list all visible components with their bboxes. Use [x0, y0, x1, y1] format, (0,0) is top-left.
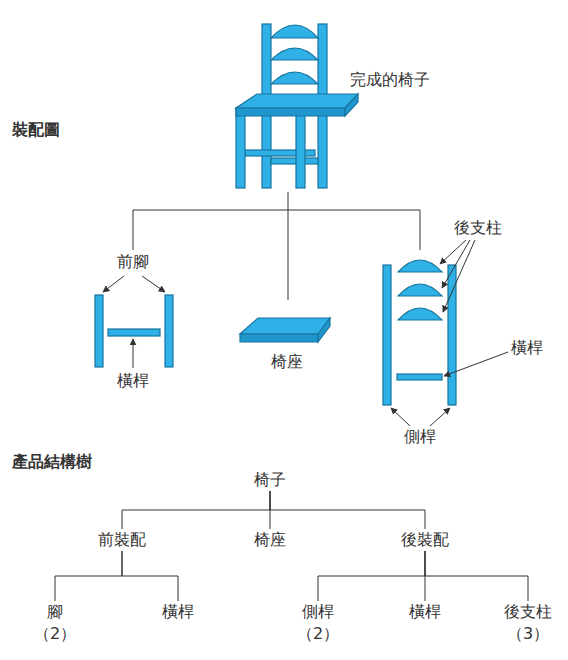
chair-seat-edge [236, 108, 345, 116]
part-label: 完成的椅子 [348, 70, 432, 90]
part-label: 後支柱 [452, 218, 504, 238]
quantity: （3） [501, 623, 555, 645]
part-name: 腳 [31, 601, 79, 623]
tree-node: 後支柱（3） [501, 601, 555, 645]
part-name: 椅子 [251, 469, 289, 491]
seat-part-edge [240, 334, 318, 342]
quantity: （2） [31, 623, 79, 645]
chair-seat-edge [345, 94, 358, 116]
diagram-title: 裝配圖 [10, 120, 62, 140]
tree-node: 後裝配 [398, 529, 452, 551]
seat-part-edge [318, 318, 330, 342]
tree-node: 橫桿 [406, 601, 444, 623]
part-label: 橫桿 [115, 371, 151, 391]
leader-line [442, 240, 470, 288]
part-name: 椅座 [251, 529, 289, 551]
leader-line [103, 276, 124, 292]
tree-node: 椅子 [251, 469, 289, 491]
part-label: 前腳 [115, 252, 151, 272]
tree-connector [122, 491, 270, 529]
part-name: 後支柱 [501, 601, 555, 623]
front-leg [95, 295, 103, 367]
chair-front-leg [236, 108, 245, 188]
leader-line [430, 408, 450, 426]
chair-back-slat [271, 48, 318, 60]
chair-front-leg [296, 108, 305, 188]
chair-rung [271, 158, 318, 164]
chair-back-slat [271, 25, 318, 38]
tree-node: 橫桿 [159, 601, 197, 623]
seat-part [240, 318, 330, 334]
part-name: 側桿 [294, 601, 342, 623]
part-label: 椅座 [269, 352, 305, 372]
leader-line [440, 240, 466, 264]
leader-line [444, 352, 508, 376]
leader-line [443, 240, 475, 312]
leader-line [133, 339, 134, 368]
leader-line [142, 276, 165, 292]
quantity: （2） [294, 623, 342, 645]
part-name: 橫桿 [406, 601, 444, 623]
section-heading: 產品結構樹 [10, 452, 94, 472]
rear-back-slat [398, 308, 442, 320]
tree-node: 腳（2） [31, 601, 79, 645]
tree-connector [425, 551, 528, 601]
part-name: 前裝配 [95, 529, 149, 551]
rear-back-slat [398, 284, 442, 296]
part-name: 橫桿 [159, 601, 197, 623]
tree-connector [122, 551, 178, 601]
tree-node: 前裝配 [95, 529, 149, 551]
part-label: 橫桿 [509, 338, 545, 358]
chair-seat [236, 94, 358, 108]
rear-side-rail [383, 265, 391, 405]
chair-back-slat [271, 72, 318, 84]
tree-connector [318, 551, 425, 601]
tree-connector [270, 491, 425, 529]
tree-node: 側桿（2） [294, 601, 342, 645]
rear-back-slat [398, 260, 442, 272]
tree-connector [55, 551, 122, 601]
tree-node: 椅座 [251, 529, 289, 551]
part-name: 後裝配 [398, 529, 452, 551]
leader-line [391, 408, 410, 426]
rear-rung [397, 374, 442, 380]
front-leg [165, 295, 173, 367]
assembly-tree-line [133, 192, 420, 300]
front-rung [108, 329, 160, 336]
part-label: 側桿 [402, 427, 438, 447]
